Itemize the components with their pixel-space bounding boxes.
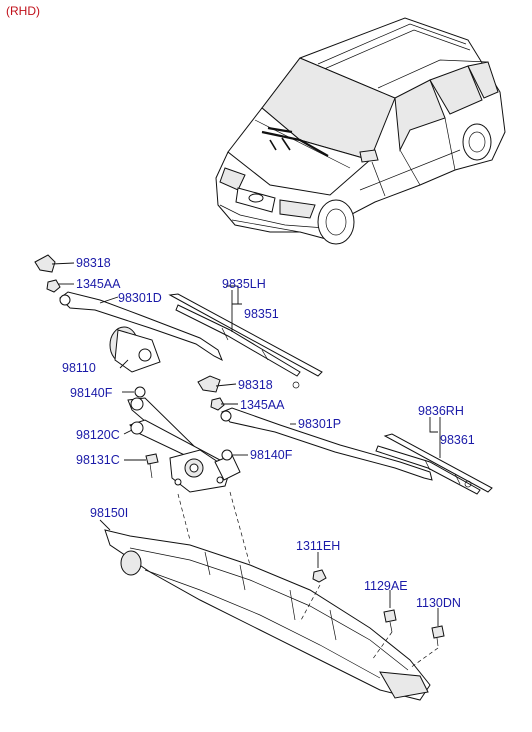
callout-labels: 98318 1345AA 98301D 9835LH 98351 98110 9… [62,256,475,610]
callout-98150I: 98150I [90,506,128,520]
leader-lines [51,262,441,626]
callout-98301P: 98301P [298,417,341,431]
wiper-arm-driver-part [59,291,223,362]
wiper-arm-cap-part [34,254,56,273]
pivot-link-part-left [134,386,146,398]
callout-98318-top: 98318 [76,256,111,270]
nut-part-2 [210,397,225,411]
callout-1130DN: 1130DN [416,596,461,610]
callout-98120C: 98120C [76,428,120,442]
callout-1345AA-top: 1345AA [76,277,121,291]
callout-1129AE: 1129AE [364,579,408,593]
callout-98140F-left: 98140F [70,386,113,400]
wiper-motor-part [109,326,161,373]
bolt-part-3 [431,625,445,647]
cowl-panel-part [104,529,431,701]
callout-98351: 98351 [244,307,279,321]
nut-part-3 [312,569,327,583]
wiper-arm-passenger-part [220,407,433,481]
bolt-part [145,453,159,479]
callout-98131C: 98131C [76,453,120,467]
callout-98318-mid: 98318 [238,378,273,392]
bolt-part-2 [383,609,397,633]
callout-98110: 98110 [62,361,96,375]
callout-1345AA-mid: 1345AA [240,398,285,412]
wiper-blade-passenger-part [375,433,493,495]
callout-9836RH: 9836RH [418,404,464,418]
callout-9835LH: 9835LH [222,277,266,291]
callout-98301D: 98301D [118,291,162,305]
variant-label: (RHD) [6,4,40,18]
callout-1311EH: 1311EH [296,539,340,553]
wiper-blade-driver-part [168,293,323,389]
assembly-lines [177,491,439,669]
callout-98361: 98361 [440,433,475,447]
pivot-link-part-right [221,449,233,461]
car-illustration [215,17,506,245]
nut-part [46,279,61,293]
wiper-linkage-part [127,397,241,493]
wiper-arm-cap-part-2 [197,375,221,393]
callout-98140F-right: 98140F [250,448,293,462]
